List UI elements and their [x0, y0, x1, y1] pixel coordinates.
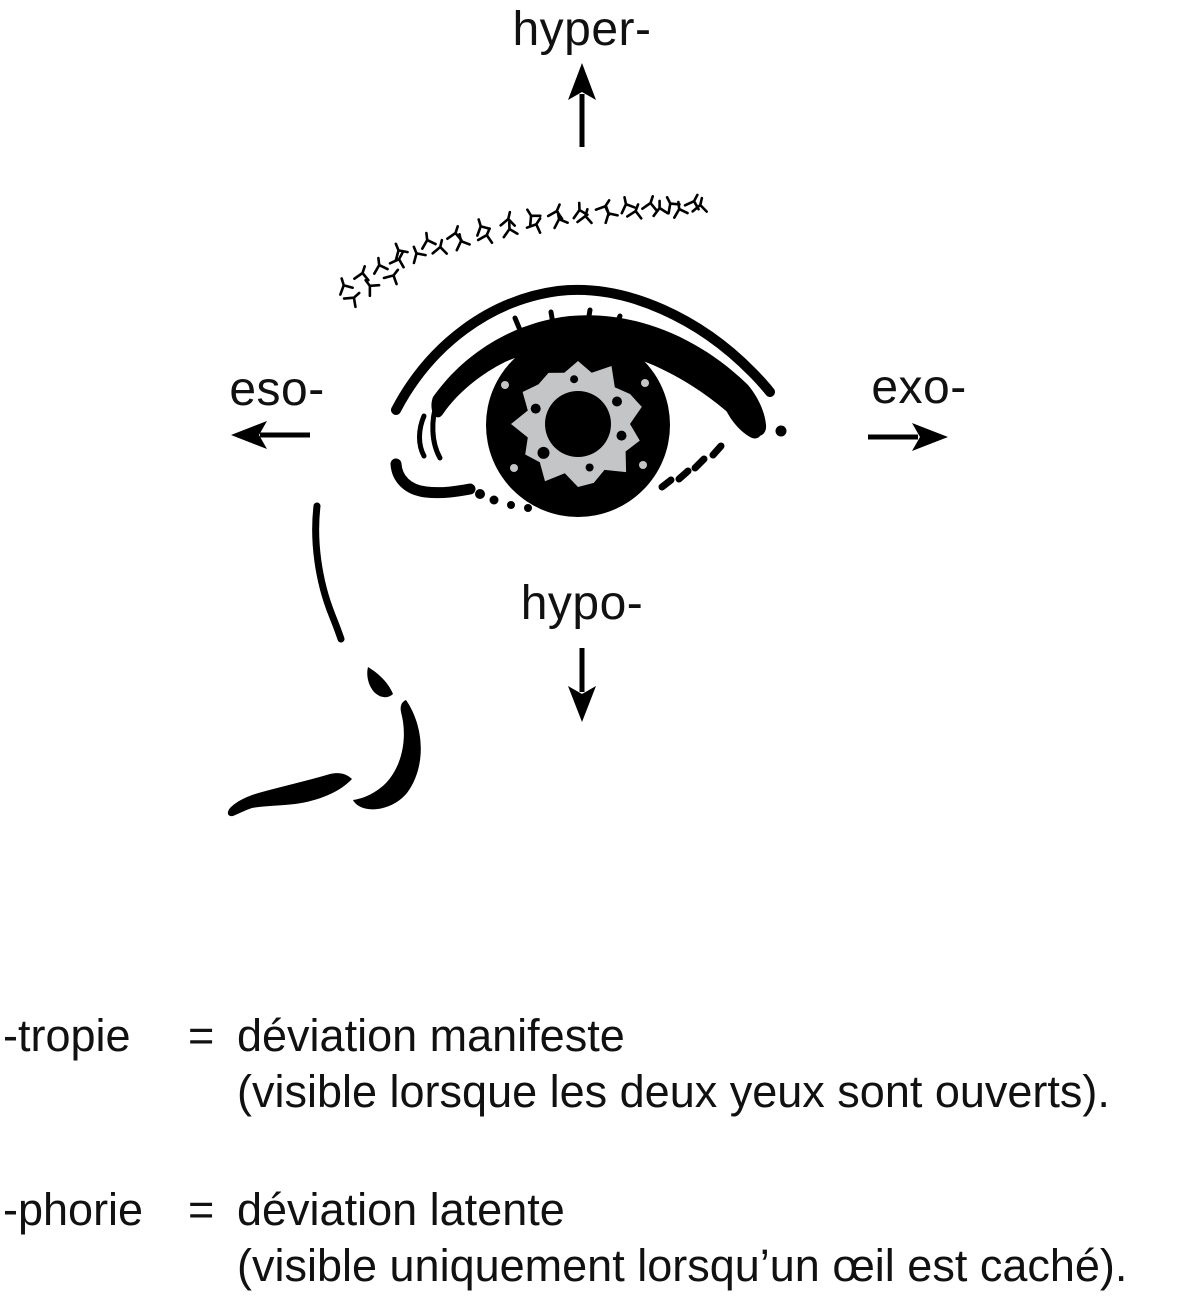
definition-term: -tropie	[3, 1010, 131, 1061]
label-eso: eso-	[229, 363, 325, 416]
label-hyper: hyper-	[512, 3, 652, 56]
eyelid-crease	[391, 285, 775, 415]
arrow-up-hyper	[568, 63, 596, 147]
definition-text: déviation manifeste (visible lorsque les…	[237, 1008, 1110, 1120]
definition-line-2: (visible uniquement lorsqu’un œil est ca…	[237, 1240, 1128, 1291]
arrow-right-exo	[868, 423, 948, 451]
arrow-down-hypo	[568, 648, 596, 722]
definition-line-1: déviation manifeste	[237, 1010, 625, 1061]
outer-corner	[719, 382, 787, 439]
upper-eyelid	[431, 315, 767, 436]
inner-corner	[390, 399, 476, 499]
definition-text: déviation latente (visible uniquement lo…	[237, 1182, 1127, 1294]
label-hypo: hypo-	[520, 577, 644, 630]
arrow-left-eso	[231, 421, 310, 449]
pupil	[545, 391, 611, 457]
lower-lashes-right	[658, 442, 725, 491]
definition-term: -phorie	[3, 1184, 144, 1235]
eyebrow	[339, 193, 709, 309]
equals-sign: =	[188, 1184, 215, 1235]
label-exo: exo-	[871, 361, 967, 414]
definition-line-1: déviation latente	[237, 1184, 565, 1235]
nose-profile	[227, 502, 421, 817]
lower-lid-dots	[475, 489, 532, 512]
equals-sign: =	[188, 1010, 215, 1061]
definition-line-2: (visible lorsque les deux yeux sont ouve…	[237, 1066, 1110, 1117]
lash-ticks	[512, 307, 623, 333]
